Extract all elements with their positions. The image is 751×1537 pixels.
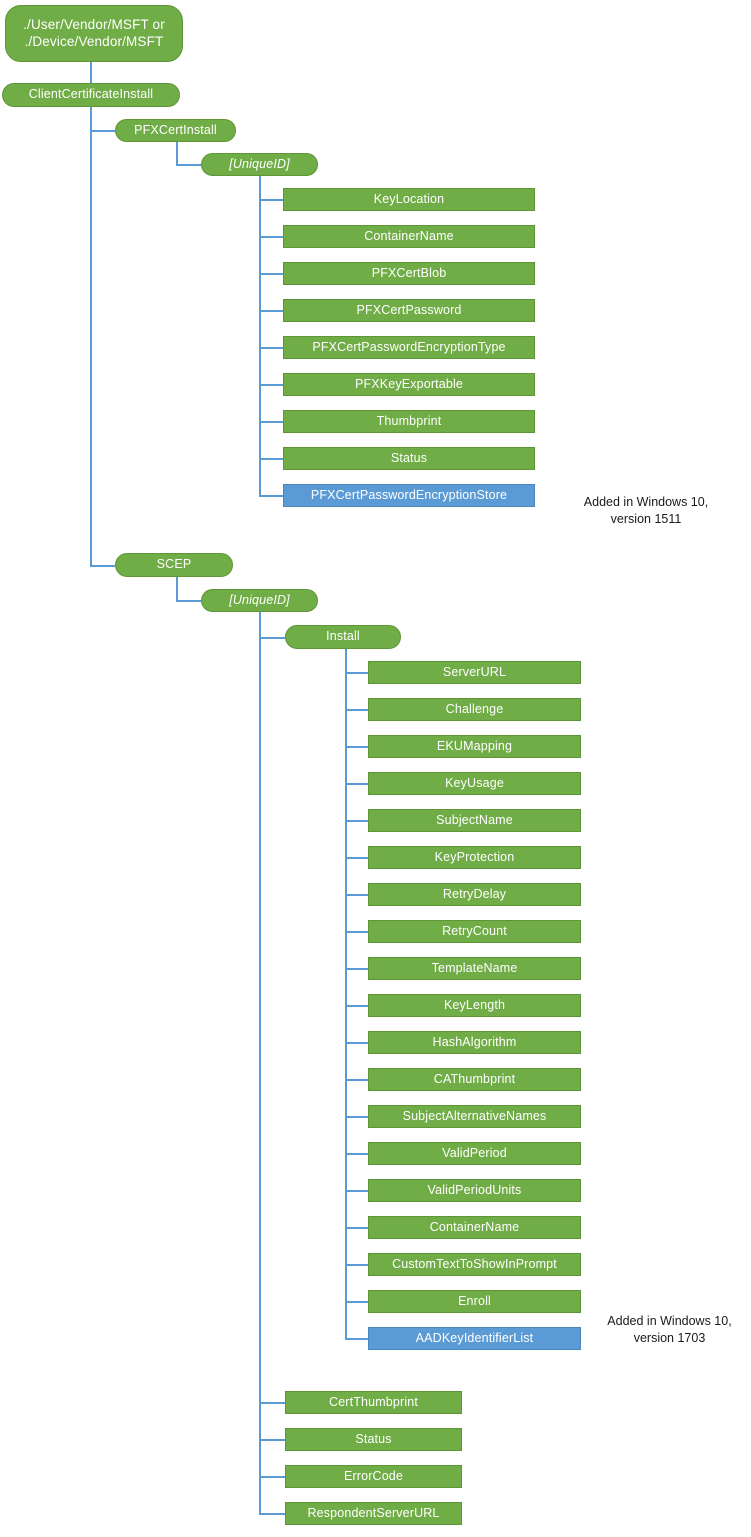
connector-install-child — [345, 1116, 368, 1118]
connector-install-child — [345, 820, 368, 822]
connector-pfx-to-uniqueid-v — [176, 142, 178, 164]
connector-install-child — [345, 1264, 368, 1266]
connector-pfx-child — [259, 310, 283, 312]
connector-install-child — [345, 1079, 368, 1081]
connector-scep-children-spine — [259, 612, 261, 1515]
connector-to-install — [259, 637, 285, 639]
connector-scep-child — [259, 1476, 285, 1478]
connector-pfx-child — [259, 347, 283, 349]
node-client-certificate-install[interactable]: ClientCertificateInstall — [2, 83, 180, 107]
connector-scep-child — [259, 1402, 285, 1404]
connector-install-child — [345, 1190, 368, 1192]
node-scep-unique-id[interactable]: [UniqueID] — [201, 589, 318, 612]
connector-to-pfx-cert-install — [90, 130, 115, 132]
connector-pfx-child — [259, 495, 283, 497]
node-install-child[interactable]: ValidPeriodUnits — [368, 1179, 581, 1202]
node-install-child[interactable]: HashAlgorithm — [368, 1031, 581, 1054]
node-install-child[interactable]: AADKeyIdentifierList — [368, 1327, 581, 1350]
node-pfx-child[interactable]: Thumbprint — [283, 410, 535, 433]
node-scep-child[interactable]: RespondentServerURL — [285, 1502, 462, 1525]
connector-install-child — [345, 783, 368, 785]
connector-install-child — [345, 1301, 368, 1303]
note-install-added-in-windows: Added in Windows 10, version 1703 — [607, 1314, 732, 1345]
node-install-child[interactable]: Challenge — [368, 698, 581, 721]
node-install-child[interactable]: CustomTextToShowInPrompt — [368, 1253, 581, 1276]
node-scep-child[interactable]: CertThumbprint — [285, 1391, 462, 1414]
connector-pfx-child — [259, 236, 283, 238]
node-pfx-child[interactable]: PFXCertPasswordEncryptionStore — [283, 484, 535, 507]
connector-pfx-child — [259, 384, 283, 386]
node-install-child[interactable]: CAThumbprint — [368, 1068, 581, 1091]
connector-install-child — [345, 1153, 368, 1155]
node-install-child[interactable]: ServerURL — [368, 661, 581, 684]
connector-install-child — [345, 672, 368, 674]
connector-to-scep — [90, 565, 115, 567]
connector-install-child — [345, 1042, 368, 1044]
connector-pfx-children-spine — [259, 176, 261, 497]
node-install-child[interactable]: KeyUsage — [368, 772, 581, 795]
connector-scep-child — [259, 1513, 285, 1515]
node-pfx-unique-id[interactable]: [UniqueID] — [201, 153, 318, 176]
connector-pfx-child — [259, 458, 283, 460]
connector-install-child — [345, 968, 368, 970]
node-install-child[interactable]: ValidPeriod — [368, 1142, 581, 1165]
node-pfx-child[interactable]: ContainerName — [283, 225, 535, 248]
connector-scep-child — [259, 1439, 285, 1441]
node-install-child[interactable]: Enroll — [368, 1290, 581, 1313]
node-scep[interactable]: SCEP — [115, 553, 233, 577]
node-install-child[interactable]: ContainerName — [368, 1216, 581, 1239]
node-install-child[interactable]: SubjectAlternativeNames — [368, 1105, 581, 1128]
node-pfx-child[interactable]: PFXCertPasswordEncryptionType — [283, 336, 535, 359]
node-install-child[interactable]: RetryDelay — [368, 883, 581, 906]
node-root-path[interactable]: ./User/Vendor/MSFT or ./Device/Vendor/MS… — [5, 5, 183, 62]
connector-pfx-child — [259, 421, 283, 423]
connector-install-child — [345, 709, 368, 711]
node-pfx-child[interactable]: Status — [283, 447, 535, 470]
node-pfx-child[interactable]: PFXCertBlob — [283, 262, 535, 285]
node-install-child[interactable]: TemplateName — [368, 957, 581, 980]
node-install-child[interactable]: RetryCount — [368, 920, 581, 943]
node-pfx-child[interactable]: KeyLocation — [283, 188, 535, 211]
connector-install-child — [345, 746, 368, 748]
connector-pfx-to-uniqueid-h — [176, 164, 201, 166]
node-pfx-cert-install[interactable]: PFXCertInstall — [115, 119, 236, 142]
connector-scep-to-uniqueid-v — [176, 577, 178, 600]
connector-pfx-child — [259, 199, 283, 201]
connector-pfx-child — [259, 273, 283, 275]
node-pfx-child[interactable]: PFXKeyExportable — [283, 373, 535, 396]
connector-install-child — [345, 1227, 368, 1229]
node-install-child[interactable]: KeyProtection — [368, 846, 581, 869]
connector-install-child — [345, 931, 368, 933]
connector-install-children-spine — [345, 649, 347, 1340]
node-install-child[interactable]: EKUMapping — [368, 735, 581, 758]
node-install-child[interactable]: KeyLength — [368, 994, 581, 1017]
connector-level1-spine — [90, 107, 92, 566]
connector-scep-to-uniqueid-h — [176, 600, 201, 602]
node-install[interactable]: Install — [285, 625, 401, 649]
node-scep-child[interactable]: Status — [285, 1428, 462, 1451]
connector-root-to-level1 — [90, 62, 92, 83]
connector-install-child — [345, 857, 368, 859]
node-pfx-child[interactable]: PFXCertPassword — [283, 299, 535, 322]
node-install-child[interactable]: SubjectName — [368, 809, 581, 832]
note-pfx-added-in-windows: Added in Windows 10, version 1511 — [583, 495, 709, 526]
node-scep-child[interactable]: ErrorCode — [285, 1465, 462, 1488]
connector-install-child — [345, 1005, 368, 1007]
connector-install-child — [345, 894, 368, 896]
connector-install-child — [345, 1338, 368, 1340]
